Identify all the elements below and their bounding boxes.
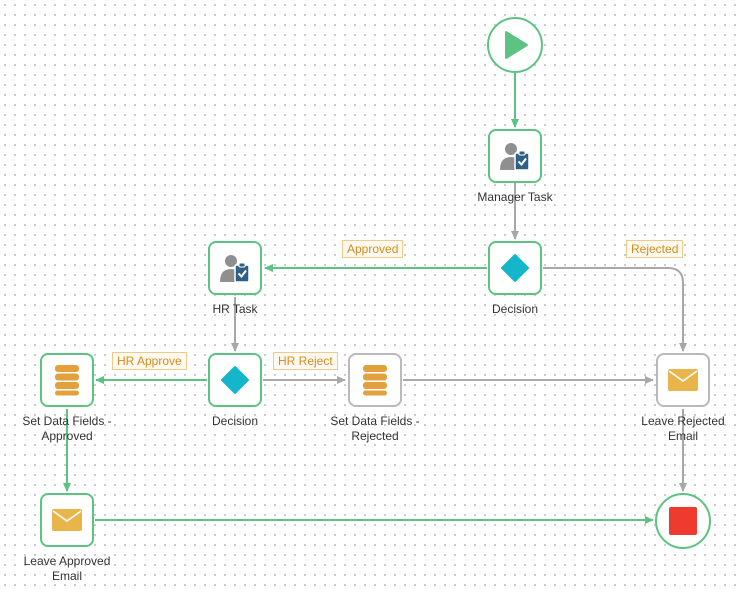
diamond-icon [221,366,249,394]
set-data-fields-rejected-label: Set Data Fields - Rejected [315,414,435,444]
leave-approved-email-node[interactable] [40,493,94,547]
edge-label-rejected: Rejected [626,240,684,258]
start-event[interactable] [487,17,543,73]
end-event[interactable] [655,493,711,549]
play-icon [505,31,528,59]
leave-rejected-email-label: Leave Rejected Email [623,414,740,444]
envelope-icon [668,369,698,391]
database-icon [55,365,79,396]
label-line-2: Email [667,429,698,443]
user-task-icon [220,255,250,283]
hr-task-node[interactable] [208,241,262,295]
diamond-icon [501,254,529,282]
label-line-2: Approved [41,429,93,443]
edge-label-hr-approve: HR Approve [112,352,187,370]
edge-label-hr-reject: HR Reject [273,352,338,370]
stop-icon [669,507,697,535]
envelope-icon [52,509,82,531]
set-data-fields-approved-label: Set Data Fields - Approved [7,414,127,444]
label-line-1: Leave Approved [23,554,111,568]
label-line-2: Rejected [351,429,399,443]
label-line-2: Email [51,569,82,583]
database-icon [363,365,387,396]
label-line-1: Set Data Fields - [330,414,420,428]
label-line-1: Set Data Fields - [22,414,112,428]
hr-task-label: HR Task [212,302,258,316]
edge-label-approved: Approved [342,240,404,258]
decision-2-label: Decision [211,414,259,428]
label-line-1: Leave Rejected [641,414,725,428]
decision-2-node[interactable] [208,353,262,407]
set-data-fields-rejected-node[interactable] [348,353,402,407]
leave-approved-email-label: Leave Approved Email [7,554,127,584]
manager-task-node[interactable] [488,129,542,183]
manager-task-label: Manager Task [477,190,553,204]
set-data-fields-approved-node[interactable] [40,353,94,407]
leave-rejected-email-node[interactable] [656,353,710,407]
user-task-icon [500,143,530,171]
decision-1-label: Decision [491,302,539,316]
edge-rejected[interactable] [543,267,687,352]
decision-1-node[interactable] [488,241,542,295]
